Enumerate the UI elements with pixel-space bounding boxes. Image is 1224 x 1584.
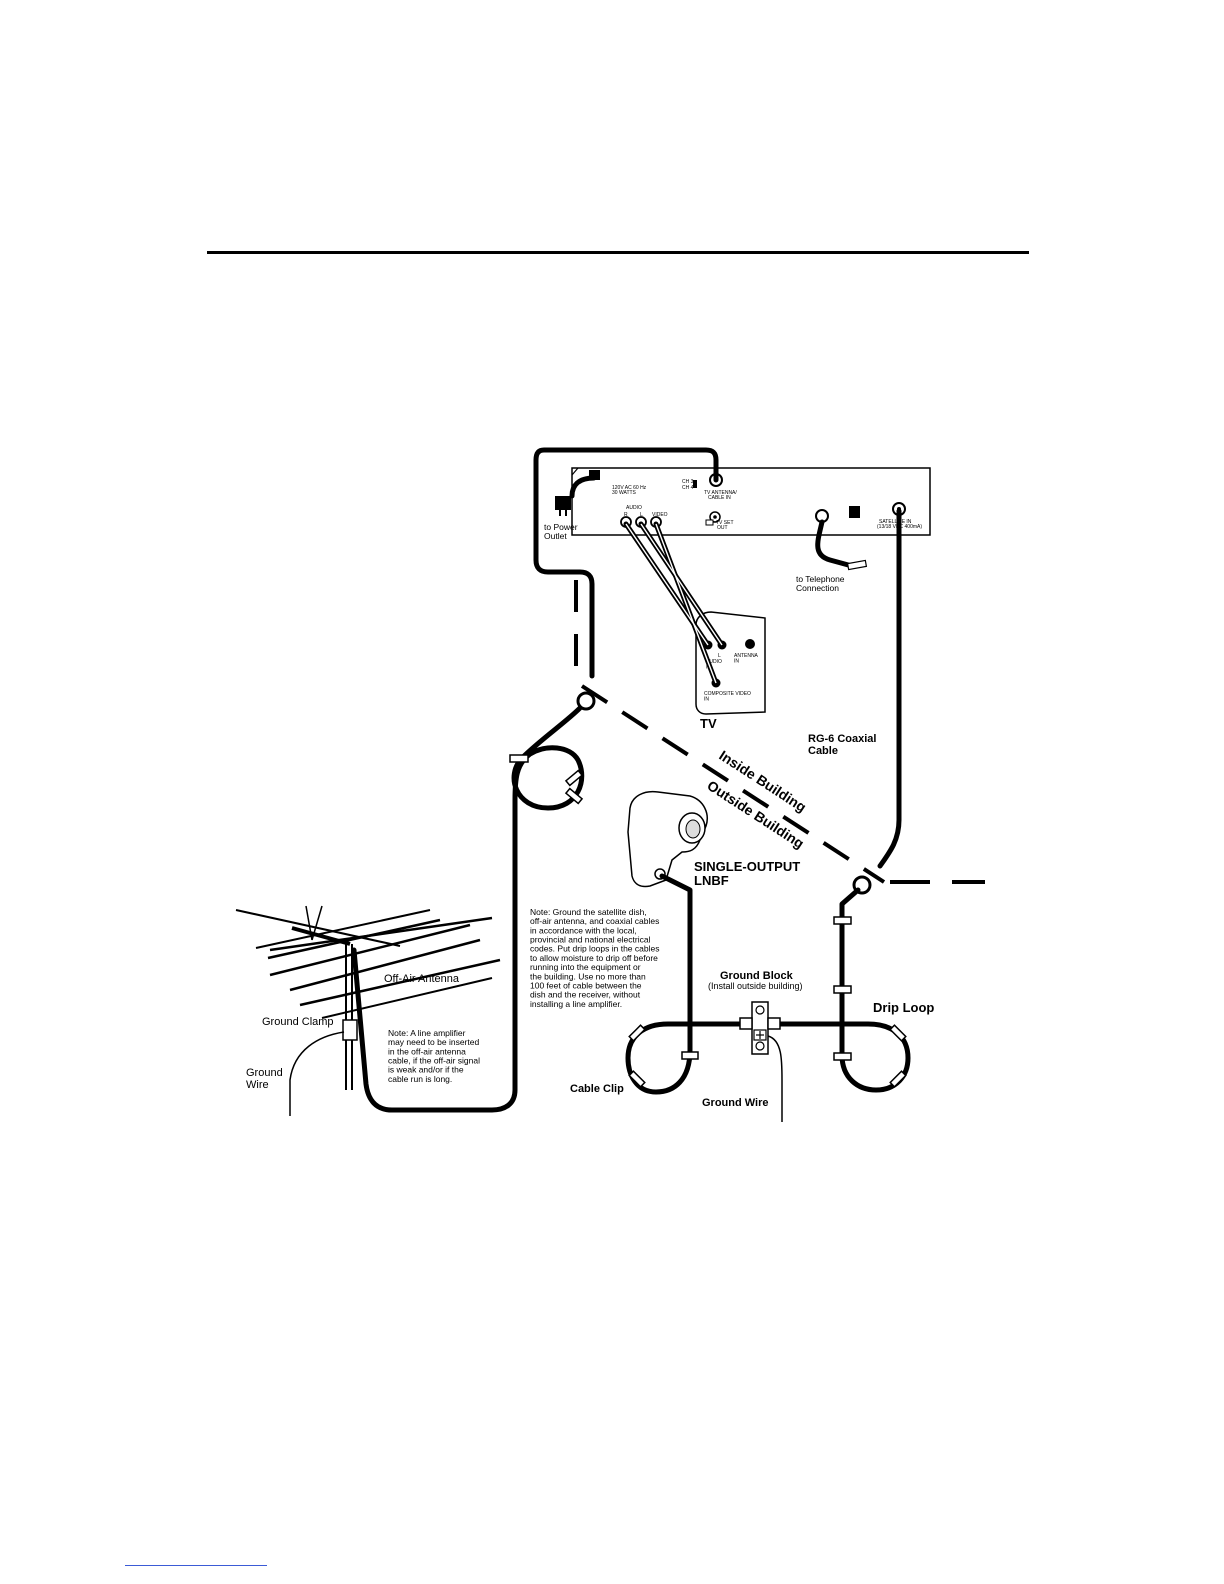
ground-wire-antenna [289,1031,345,1116]
panel-tv-antenna: TV ANTENNA/ [704,490,737,496]
power-plug-icon [555,496,571,510]
cable-clip-icon [509,754,529,763]
tv-audio-l-label: L [718,653,721,659]
panel-sat-in: SATELLITE IN [879,519,912,525]
panel-audio: AUDIO [626,505,642,511]
footer-rule [125,1565,267,1566]
panel-video: VIDEO [652,512,668,518]
panel-power-rating: 120V AC 60 Hz [612,485,647,491]
power-cord [569,475,597,499]
satellite-cable-indoor [877,508,902,869]
antenna-cable-indoor [533,447,719,615]
ground-block [739,1001,781,1055]
wall-entry-antenna-icon [576,691,596,711]
grounding-note: Note: Ground the satellite dish,off-air … [530,907,659,1009]
header-rule [207,251,1029,254]
off-air-antenna-label: Off-Air Antenna [384,973,460,985]
panel-l: L [640,512,643,518]
panel-out: OUT [717,525,728,531]
ground-wire-label: Ground Wire [702,1097,769,1109]
tv-label: TV [700,716,717,731]
telephone-cord [815,519,855,569]
ground-wire-block [767,1035,783,1122]
ground-block-label: Ground Block [720,970,794,982]
ground-clamp-icon [342,1019,358,1041]
panel-r: R [624,512,628,518]
panel-tv-set: TV SET [716,520,734,526]
off-air-antenna [235,905,501,1090]
cable-clip-label: Cable Clip [570,1083,624,1095]
outside-building-label: Outside Building [704,777,807,851]
receiver-back-panel: 120V AC 60 Hz 30 WATTS CH 3 CH 4 TV ANTE… [571,467,931,536]
antenna-in-jack-icon [745,639,755,649]
ground-clamp-label: Ground Clamp [262,1016,334,1028]
panel-power-watts: 30 WATTS [612,490,637,496]
power-jack-icon [589,470,600,480]
panel-cable-in: CABLE IN [708,495,731,501]
panel-ch4: CH 4 [682,485,694,491]
panel-ch3: CH 3 [682,479,694,485]
modem-jack-icon [849,506,860,518]
telephone-plug-icon [846,559,868,571]
antenna-coax-cable [351,705,585,1113]
building-wall-line [580,684,886,884]
drip-loop-label: Drip Loop [873,1000,934,1015]
channel-switch-icon [693,480,697,488]
ground-block-sub-label: (Install outside building) [708,981,803,991]
